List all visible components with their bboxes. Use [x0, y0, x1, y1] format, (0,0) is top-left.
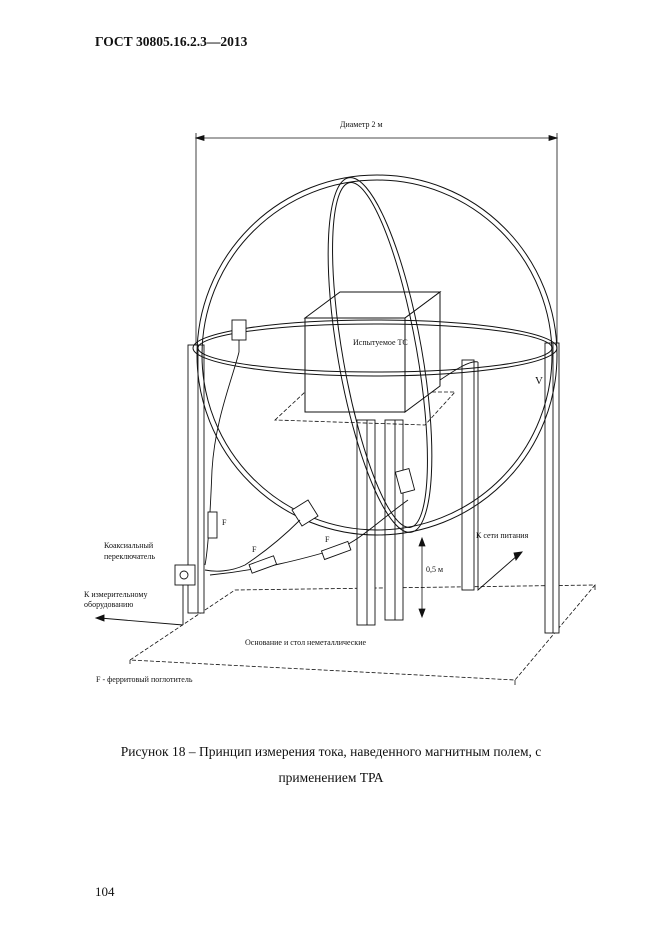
measuring-arrow [94, 614, 184, 626]
height-dimension [418, 536, 426, 619]
eut-box [303, 291, 442, 413]
figure-caption-line-2: применением ТРА [278, 770, 384, 785]
table-legs [187, 342, 560, 634]
loop-antenna-vertical-side [327, 177, 433, 533]
symbol-v: V [535, 375, 543, 387]
ferrite-mark-1: F [222, 518, 227, 527]
current-probe-left [231, 319, 247, 352]
height-label: 0,5 м [426, 565, 443, 574]
ferrite-mark-2: F [252, 545, 257, 554]
loop-antenna-horizontal [192, 319, 558, 377]
base-label: Основание и стол неметаллические [245, 638, 366, 647]
eut-label: Испытуемое ТС [353, 338, 408, 347]
ferrite-legend: F - ферритовый поглотитель [96, 675, 193, 684]
coax-switch-label-2: переключатель [104, 552, 155, 561]
ferrite-absorbers [207, 511, 352, 574]
current-probe-bottom [291, 499, 319, 527]
to-measuring-label-2: оборудованию [84, 600, 133, 609]
coax-switch-label-1: Коаксиальный [104, 541, 154, 550]
mains-arrow [477, 362, 523, 591]
table-top [274, 391, 456, 426]
figure-caption-line-1: Рисунок 18 – Принцип измерения тока, нав… [120, 744, 542, 759]
to-mains-label: К сети питания [476, 531, 529, 540]
coaxial-switch [174, 564, 196, 586]
document-header: ГОСТ 30805.16.2.3—2013 [95, 34, 248, 49]
page-number: 104 [95, 884, 115, 899]
diameter-label: Диаметр 2 м [340, 120, 383, 129]
to-measuring-label-1: К измерительному [84, 590, 147, 599]
current-probe-right [394, 468, 416, 494]
ferrite-mark-3: F [325, 535, 330, 544]
diameter-dimension [194, 133, 559, 345]
